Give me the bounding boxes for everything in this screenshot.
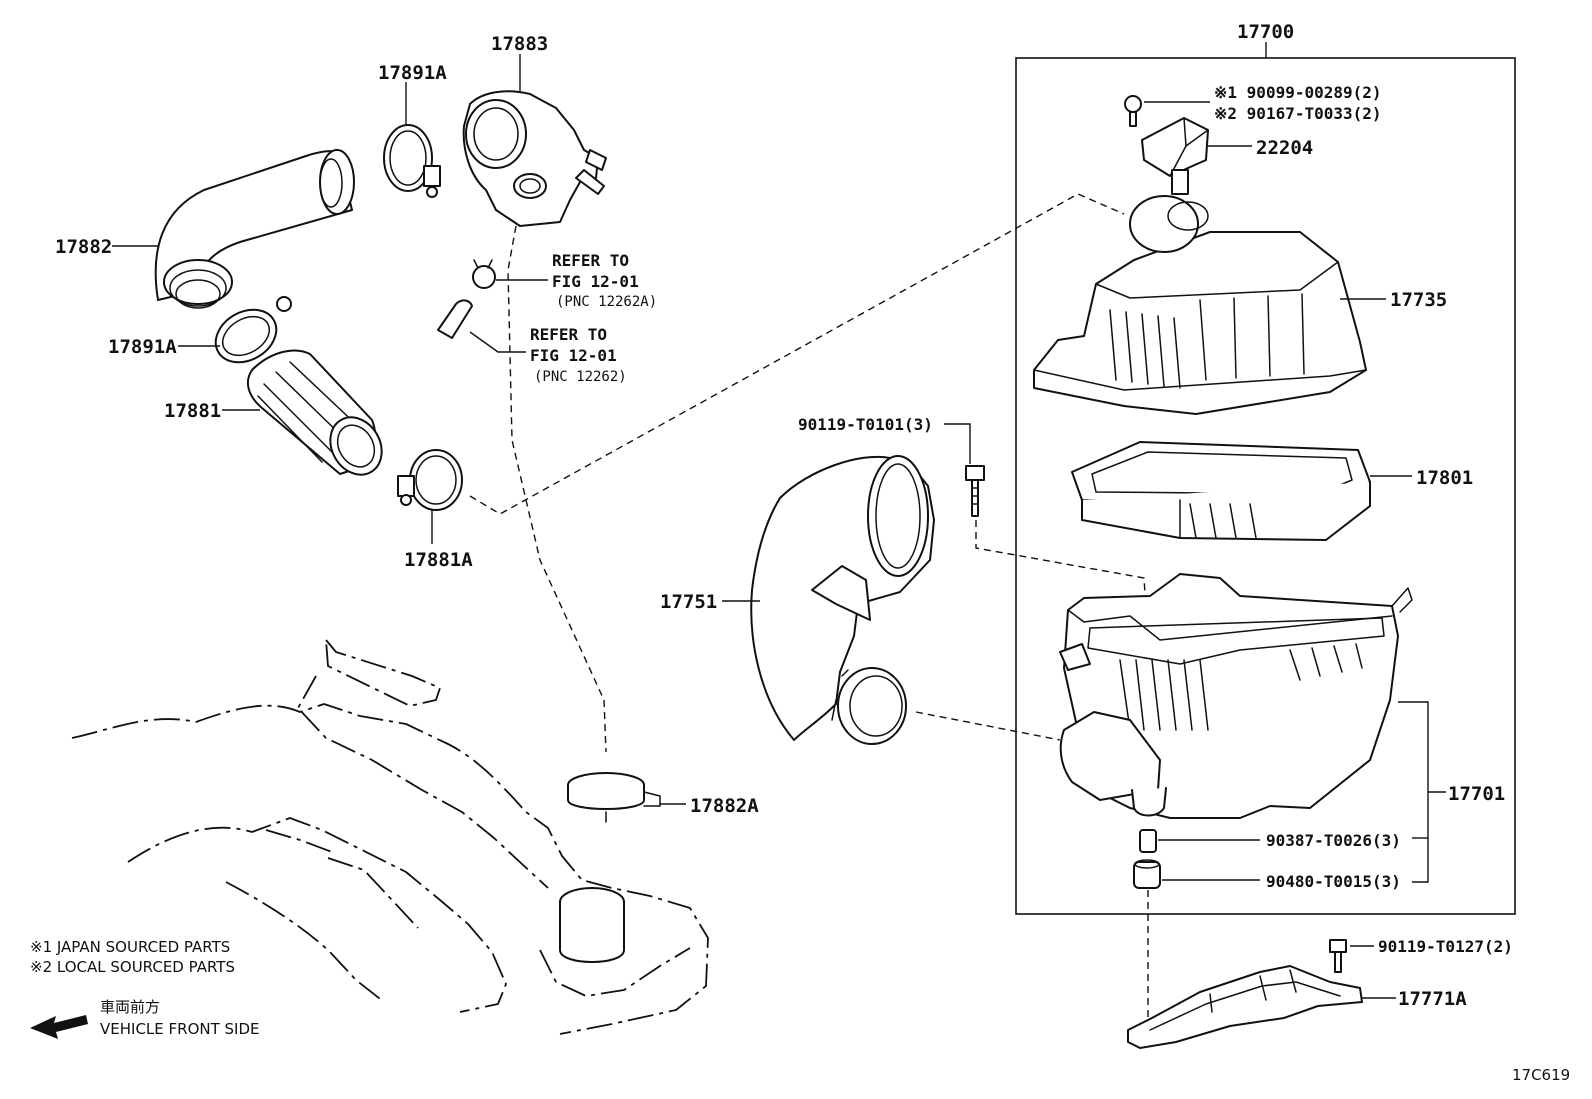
part-17701-cleaner-case-lower	[1059, 573, 1413, 819]
part-17771A-bracket	[1127, 965, 1363, 1049]
label-17701: 17701	[1448, 783, 1505, 805]
engine-outline	[71, 639, 709, 1035]
refer-part-pnc-12262	[437, 299, 473, 339]
note-front-jp: 車両前方	[100, 998, 160, 1016]
left-arrow-icon	[30, 1015, 88, 1039]
label-17751: 17751	[660, 591, 717, 613]
label-90480-T0015: 90480-T0015(3)	[1266, 872, 1401, 891]
label-17891A-mid: 17891A	[108, 336, 177, 358]
label-17735: 17735	[1390, 289, 1447, 311]
refer1-line3: (PNC 12262A)	[556, 294, 657, 310]
label-17801: 17801	[1416, 467, 1473, 489]
part-17801-filter-element	[1071, 441, 1371, 541]
label-17881A: 17881A	[404, 549, 473, 571]
label-17771A: 17771A	[1398, 988, 1467, 1010]
part-17891A-clamp-top	[383, 124, 441, 198]
part-17883-throttle-adapter	[462, 90, 607, 227]
figure-code: 17C619	[1512, 1066, 1570, 1084]
part-17882-air-hose	[154, 149, 355, 309]
note-japan-sourced: ※1 JAPAN SOURCED PARTS	[30, 938, 230, 956]
refer2-line3: (PNC 12262)	[534, 369, 627, 385]
label-screw-local: ※2 90167-T0033(2)	[1214, 104, 1382, 123]
label-90119-T0127: 90119-T0127(2)	[1378, 937, 1513, 956]
label-17881: 17881	[164, 400, 221, 422]
label-17883: 17883	[491, 33, 548, 55]
part-17881-intake-hose	[246, 349, 383, 476]
refer2-line1: REFER TO	[530, 325, 607, 344]
label-17891A-top: 17891A	[378, 62, 447, 84]
part-screw-90099	[1124, 95, 1142, 127]
part-17891A-clamp-mid	[214, 296, 292, 364]
label-17882A: 17882A	[690, 795, 759, 817]
label-17882: 17882	[55, 236, 112, 258]
label-90119-T0101: 90119-T0101(3)	[798, 415, 933, 434]
part-90387-T0026-grommet	[1139, 829, 1157, 853]
part-17751-air-inlet	[750, 455, 935, 745]
label-90387-T0026: 90387-T0026(3)	[1266, 831, 1401, 850]
label-screw-japan: ※1 90099-00289(2)	[1214, 83, 1382, 102]
part-90119-T0127-bolt	[1329, 939, 1347, 973]
refer1-line1: REFER TO	[552, 251, 629, 270]
refer2-line2: FIG 12-01	[530, 346, 617, 365]
part-22204-airflow-meter	[1141, 117, 1209, 195]
refer-part-pnc-12262A	[472, 259, 496, 289]
label-22204: 22204	[1256, 137, 1313, 159]
part-90480-T0015-grommet	[1133, 859, 1161, 889]
refer1-line2: FIG 12-01	[552, 272, 639, 291]
part-17881A-clamp	[397, 449, 463, 511]
part-90119-T0101-bolt	[965, 465, 985, 517]
label-17700: 17700	[1237, 21, 1294, 43]
part-17735-cleaner-case-upper	[1033, 195, 1367, 415]
note-local-sourced: ※2 LOCAL SOURCED PARTS	[30, 958, 235, 976]
part-17882A-clamp	[567, 772, 661, 823]
note-front-en: VEHICLE FRONT SIDE	[100, 1020, 260, 1038]
